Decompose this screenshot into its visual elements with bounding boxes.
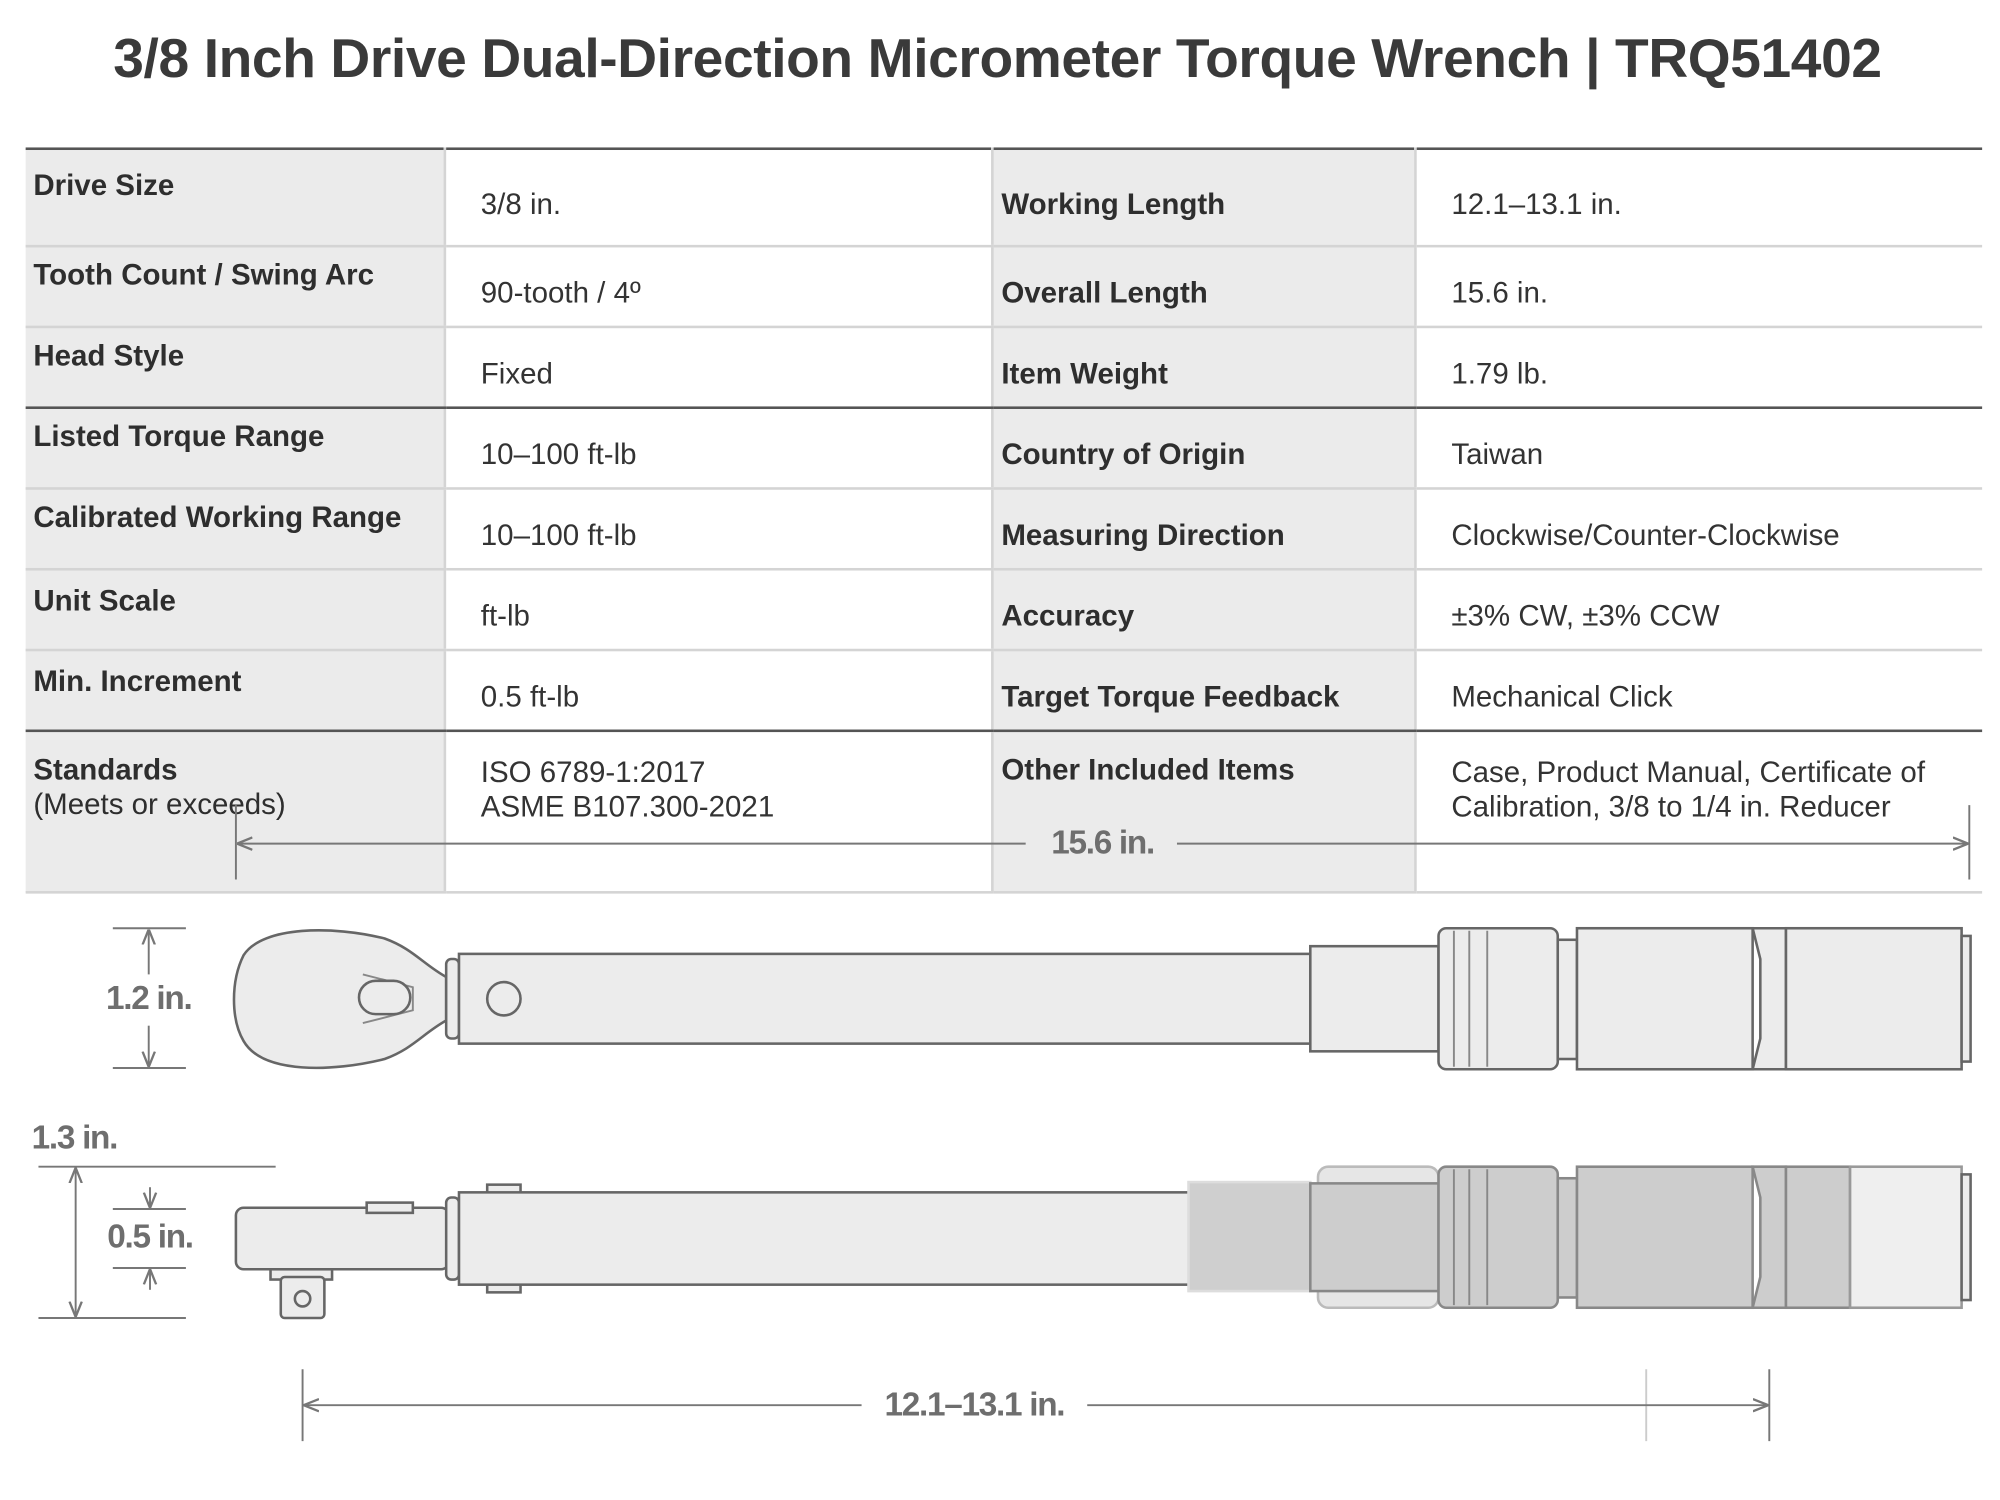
head-width-label: 1.2 in. [106,980,192,1017]
spec-label: Overall Length [991,246,1416,329]
table-row: Min. Increment 0.5 ft-lb Target Torque F… [25,650,1983,733]
drive-pin-icon [293,1289,312,1308]
overall-length-dimension: 15.6 in. [234,805,1971,880]
spec-label: Drive Size [25,148,445,248]
spec-value-line: ASME B107.300-2021 [480,789,775,824]
spec-label: Calibrated Working Range [25,488,445,571]
spec-value: Case, Product Manual, Certificate of Cal… [1414,730,1983,894]
spec-value-line: Case, Product Manual, Certificate of [1451,755,1926,789]
spec-label: Accuracy [991,569,1416,652]
spec-table: Drive Size 3/8 in. Working Length 12.1–1… [25,147,1983,894]
wrench-side-view [234,1165,1972,1320]
spec-value: 15.6 in. [1414,246,1983,329]
spec-sublabel: (Meets or exceeds) [33,787,286,821]
spec-value: Fixed [443,326,993,409]
spec-label: Other Included Items [991,730,1416,894]
table-row: Standards (Meets or exceeds) ISO 6789-1:… [25,730,1983,894]
drive-height-label: 0.5 in. [107,1218,193,1255]
spec-label: Listed Torque Range [25,407,445,490]
spec-label: Unit Scale [25,569,445,652]
spec-value: ±3% CW, ±3% CCW [1414,569,1983,652]
overall-length-label: 15.6 in. [1051,825,1154,862]
spec-label: Country of Origin [991,407,1416,490]
table-row: Drive Size 3/8 in. Working Length 12.1–1… [25,148,1983,248]
spec-label-text: Standards [33,752,178,786]
wrench-top-view [232,926,1972,1071]
spec-value: 1.79 lb. [1414,326,1983,409]
working-length-label: 12.1–13.1 in. [885,1386,1065,1423]
working-length-dimension: 12.1–13.1 in. [301,1369,1771,1442]
spec-value: ISO 6789-1:2017 ASME B107.300-2021 [443,730,993,894]
head-width-dimension: 1.2 in. [106,927,193,1069]
pivot-hole-icon [485,980,522,1017]
table-row: Calibrated Working Range 10–100 ft-lb Me… [25,488,1983,571]
table-row: Unit Scale ft-lb Accuracy ±3% CW, ±3% CC… [25,569,1983,652]
spec-value: Clockwise/Counter-Clockwise [1414,488,1983,571]
spec-value: 12.1–13.1 in. [1414,148,1983,248]
spec-label: Target Torque Feedback [991,650,1416,733]
spec-label: Tooth Count / Swing Arc [25,246,445,329]
spec-label: Item Weight [991,326,1416,409]
table-row: Listed Torque Range 10–100 ft-lb Country… [25,407,1983,490]
spec-value-line: Calibration, 3/8 to 1/4 in. Reducer [1451,789,1891,824]
spec-value: ft-lb [443,569,993,652]
spec-value-line: ISO 6789-1:2017 [480,755,706,789]
spec-value: 90-tooth / 4º [443,246,993,329]
drive-height-dimension: 0.5 in. [107,1187,194,1290]
page-title: 3/8 Inch Drive Dual-Direction Micrometer… [113,28,1882,90]
spec-value: Taiwan [1414,407,1983,490]
spec-label: Working Length [991,148,1416,248]
head-height-label: 1.3 in. [32,1120,118,1157]
spec-value: 0.5 ft-lb [443,650,993,733]
spec-value: Mechanical Click [1414,650,1983,733]
spec-label: Measuring Direction [991,488,1416,571]
table-row: Tooth Count / Swing Arc 90-tooth / 4º Ov… [25,246,1983,329]
table-row: Head Style Fixed Item Weight 1.79 lb. [25,326,1983,409]
head-height-dimension: 1.3 in. [32,1120,276,1319]
spec-value: 10–100 ft-lb [443,407,993,490]
spec-value: 3/8 in. [443,148,993,248]
spec-label: Head Style [25,326,445,409]
spec-label: Min. Increment [25,650,445,733]
spec-value: 10–100 ft-lb [443,488,993,571]
